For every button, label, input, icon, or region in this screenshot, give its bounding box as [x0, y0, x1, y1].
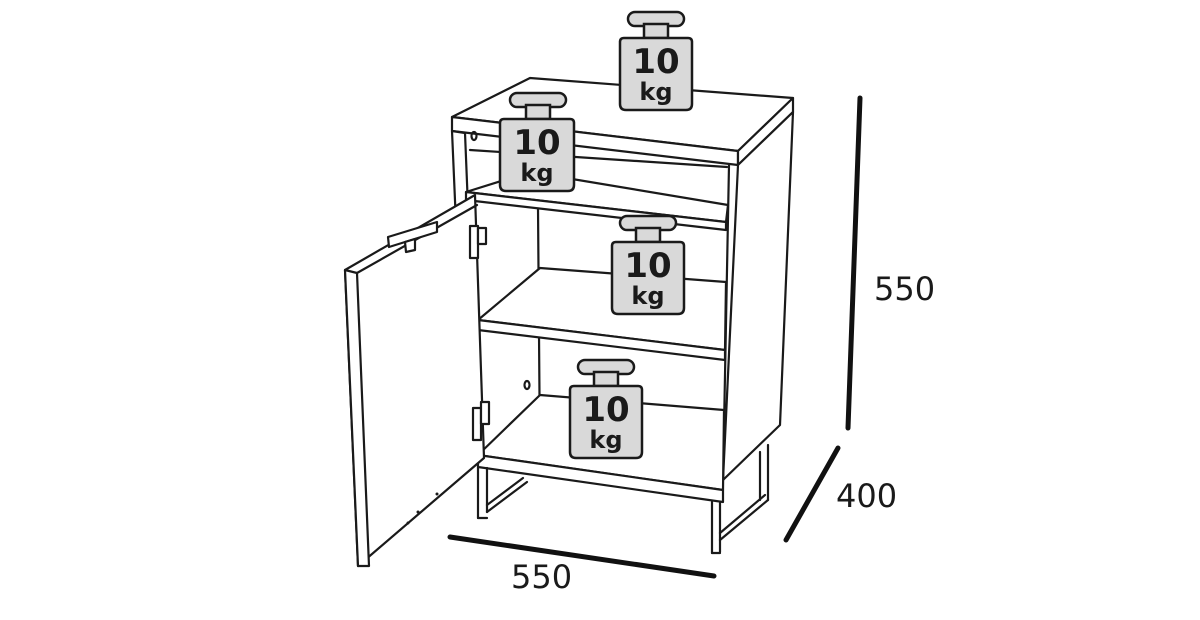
weight-bottom-shelf: 10 kg [568, 358, 644, 460]
weight-value: 10 [513, 123, 560, 163]
shelf-pin-hole [523, 379, 531, 391]
door-handle-side [403, 237, 417, 254]
depth-dimension-line [783, 445, 841, 543]
weight-top: 10 kg [618, 10, 694, 112]
weight-value: 10 [624, 246, 671, 286]
weight-unit: kg [631, 282, 664, 310]
depth-dimension-label: 400 [836, 477, 897, 515]
height-dimension-label: 550 [874, 270, 935, 308]
cabinet-door-edge [343, 268, 371, 568]
cabinet [343, 76, 795, 568]
shelf-pin-hole [470, 130, 478, 142]
width-dimension-line [447, 534, 717, 579]
height-dimension-line [845, 95, 863, 431]
width-dimension-label: 550 [511, 558, 572, 596]
upper-hinge [468, 224, 488, 260]
weight-upper-shelf: 10 kg [498, 91, 576, 193]
lower-hinge [471, 400, 491, 442]
weight-unit: kg [639, 78, 672, 106]
weight-middle-shelf: 10 kg [610, 214, 686, 316]
door-handle [386, 220, 439, 249]
metal-frame [476, 443, 770, 555]
weight-value: 10 [582, 390, 629, 430]
cabinet-right-side [721, 110, 795, 482]
weight-value: 10 [632, 42, 679, 82]
weight-unit: kg [520, 159, 553, 187]
weight-unit: kg [589, 426, 622, 454]
